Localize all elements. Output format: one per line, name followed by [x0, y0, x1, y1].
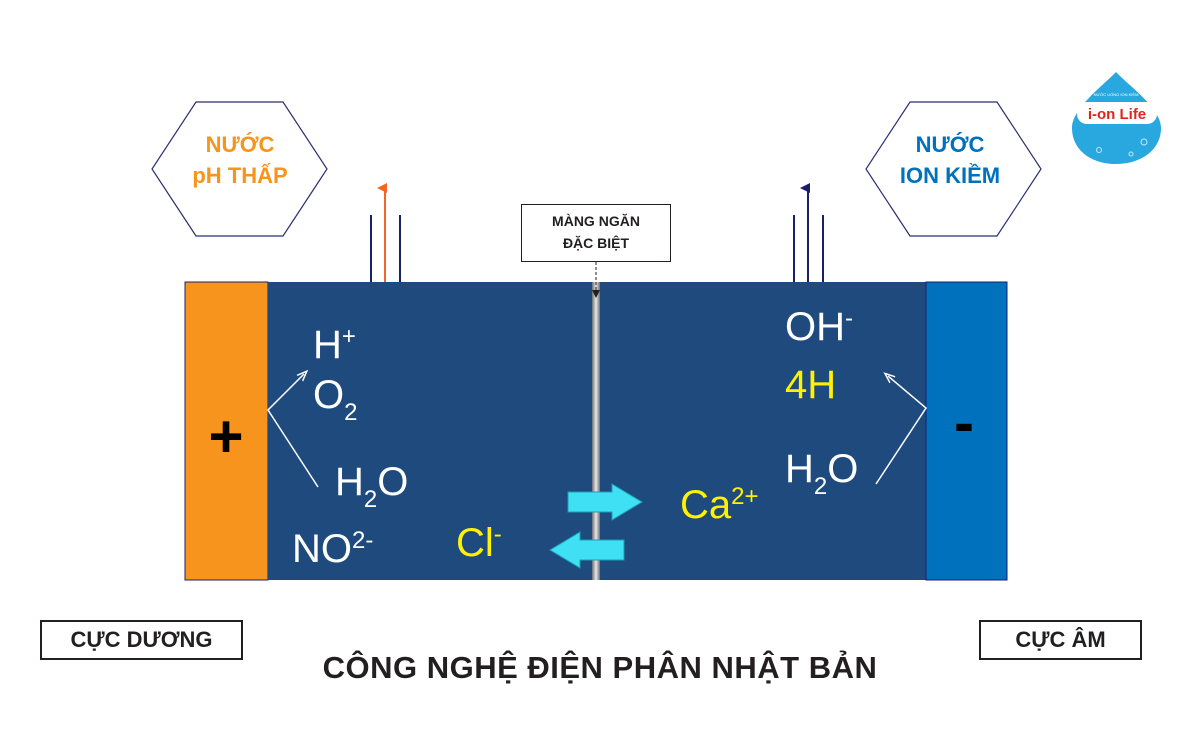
anion-flow-arrow [549, 531, 625, 569]
membrane-label-line1: MÀNG NGĂN [552, 213, 640, 229]
water-right: H2O [785, 447, 858, 500]
water-left: H2O [335, 460, 408, 513]
membrane [592, 282, 600, 580]
bubble-icon [1096, 147, 1102, 153]
hydrogen-4h: 4H [785, 363, 836, 407]
cathode-plate [925, 281, 1008, 581]
alkaline-hexagon [865, 101, 1042, 237]
alkaline-label-line1: NƯỚC [916, 132, 985, 157]
logo-band [1077, 102, 1157, 124]
bubble-icon [1140, 138, 1148, 146]
membrane-pointer-head [592, 290, 600, 298]
h-plus-ion: H+ [313, 323, 356, 367]
cation-flow-arrow [567, 483, 643, 521]
cathode-label: CỰC ÂM [979, 620, 1142, 660]
oxygen-molecule: O2 [313, 373, 357, 426]
membrane-label-line2: ĐẶC BIỆT [562, 235, 630, 251]
hydroxide-ion: OH- [785, 305, 853, 349]
low-ph-hexagon [151, 101, 328, 237]
left-reaction-arrow [267, 374, 319, 488]
chloride-ion: Cl- [456, 521, 502, 565]
low-ph-label-line1: NƯỚC [206, 132, 275, 157]
right-reaction-arrow [875, 376, 927, 485]
logo-brand: i-on Life [1088, 106, 1146, 123]
diagram-title: CÔNG NGHỆ ĐIỆN PHÂN NHẬT BẢN [322, 650, 878, 685]
nitrite-ion: NO2- [292, 527, 373, 571]
calcium-ion: Ca2+ [680, 483, 759, 527]
anode-plate [184, 281, 269, 581]
membrane-label: MÀNG NGĂN ĐẶC BIỆT [521, 204, 671, 262]
low-ph-label-line2: pH THẤP [192, 163, 287, 188]
bubble-icon [1128, 151, 1134, 157]
ionlife-logo: NƯỚC UỐNG ION KIỀM i-on Life [1072, 72, 1161, 164]
anode-label: CỰC DƯƠNG [40, 620, 243, 660]
logo-tagline: NƯỚC UỐNG ION KIỀM [1094, 92, 1139, 97]
alkaline-label-line2: ION KIỀM [900, 163, 1000, 188]
plus-sign: + [208, 403, 243, 470]
minus-sign: - [954, 389, 974, 456]
